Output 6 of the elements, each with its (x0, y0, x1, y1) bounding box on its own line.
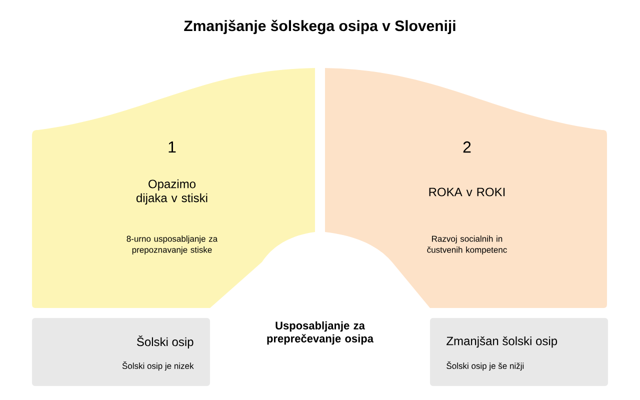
title: Zmanjšanje šolskega osipa v Sloveniji (184, 20, 456, 34)
step-panel: 2 ROKA v ROKI Razvoj socialnih in čustvenih kompetenc (325, 68, 607, 308)
result-box: Šolski osip Šolski osip je nizek (32, 318, 210, 386)
center-label: Usposabljanje za preprečevanje osipa (267, 321, 374, 345)
result-box: Zmanjšan šolski osip Šolski osip je še nižji (430, 318, 608, 386)
step-panel: 1 Opazimo dijaka v stiski 8-urno usposabljanje za prepoznavanje stiske (32, 68, 315, 308)
